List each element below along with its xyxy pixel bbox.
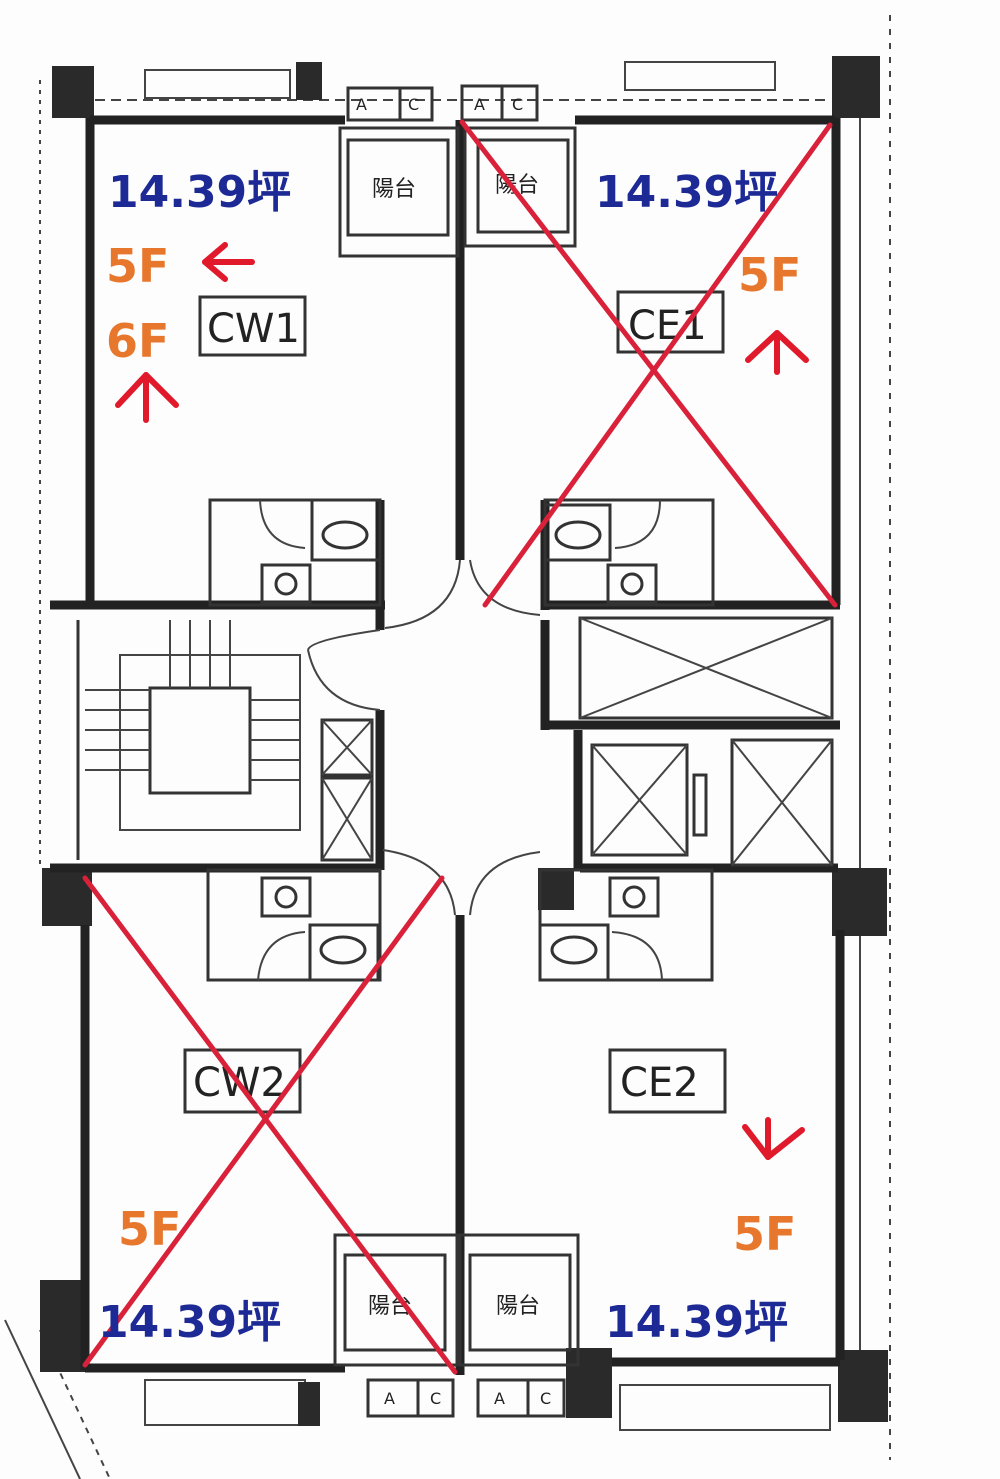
ac-label-c3: C bbox=[430, 1389, 441, 1408]
bathrooms bbox=[206, 498, 715, 982]
structural-columns bbox=[40, 56, 888, 1426]
ac-label-a4: A bbox=[494, 1389, 505, 1408]
balcony-label-cw1: 陽台 bbox=[372, 177, 416, 202]
floor-ce2-5f: 5F bbox=[733, 1207, 796, 1261]
ac-label-c2: C bbox=[512, 95, 523, 114]
stairwell bbox=[85, 620, 374, 862]
cross-mark-cw2-b bbox=[82, 875, 445, 1368]
ac-label-a3: A bbox=[384, 1389, 395, 1408]
arrows bbox=[115, 242, 809, 1160]
cross-mark-cw2-a bbox=[82, 875, 458, 1375]
balconies: 陽台 陽台 陽台 陽台 bbox=[333, 126, 580, 1367]
door-swings bbox=[307, 559, 541, 916]
balcony-label-ce2: 陽台 bbox=[496, 1294, 540, 1319]
floor-cw1-5f: 5F bbox=[106, 239, 169, 293]
unit-label-cw1: CW1 bbox=[207, 306, 300, 352]
ac-label-a1: A bbox=[356, 95, 367, 114]
floor-ce1-5f: 5F bbox=[738, 248, 801, 302]
arrow-down-icon bbox=[742, 1117, 805, 1160]
floor-cw1-6f: 6F bbox=[106, 314, 169, 368]
ac-label-a2: A bbox=[474, 95, 485, 114]
ac-units: A C A C A C A C bbox=[346, 84, 566, 1418]
unit-label-ce2: CE2 bbox=[620, 1060, 699, 1106]
area-ce2: 14.39坪 bbox=[605, 1297, 788, 1348]
area-cw2: 14.39坪 bbox=[98, 1297, 281, 1348]
arrow-up-icon bbox=[745, 330, 809, 375]
crossed-out-units bbox=[82, 119, 838, 1375]
unit-labels: CW1 CE1 CW2 CE2 bbox=[183, 290, 727, 1114]
area-ce1: 14.39坪 bbox=[595, 167, 778, 218]
area-cw1: 14.39坪 bbox=[108, 167, 291, 218]
area-annotations: 14.39坪 14.39坪 14.39坪 14.39坪 bbox=[98, 167, 788, 1348]
arrow-left-icon bbox=[202, 242, 255, 282]
cross-mark-ce1-b bbox=[482, 122, 833, 608]
floor-annotations: 5F 6F 5F 5F 5F bbox=[106, 239, 801, 1261]
ac-label-c4: C bbox=[540, 1389, 551, 1408]
arrow-up-icon bbox=[115, 372, 179, 423]
floor-cw2-5f: 5F bbox=[118, 1202, 181, 1256]
elevator-shafts bbox=[578, 616, 834, 867]
cross-mark-ce1-a bbox=[459, 119, 838, 608]
ac-label-c1: C bbox=[408, 95, 419, 114]
